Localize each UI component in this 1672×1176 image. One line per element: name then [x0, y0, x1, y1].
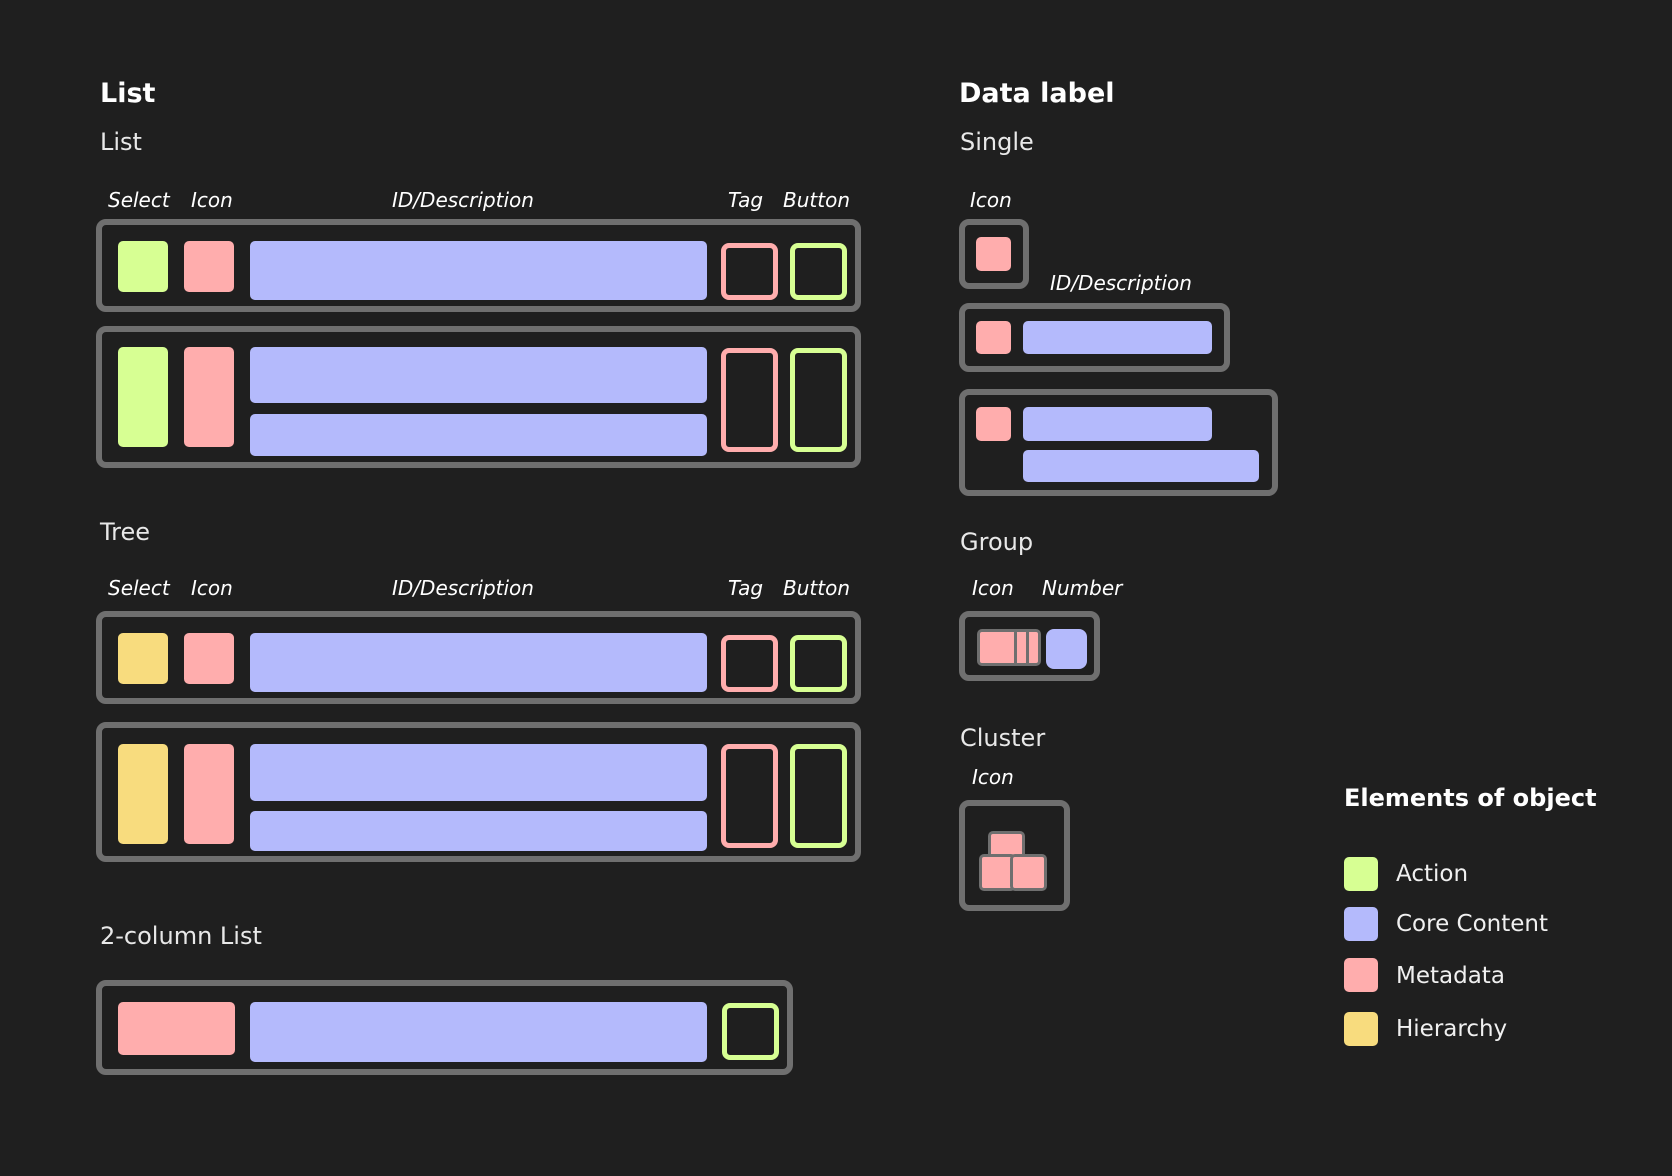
column-label-select: Select: [108, 576, 170, 600]
hierarchy-select-element: [118, 744, 168, 844]
column-label-tag: Tag: [728, 188, 764, 212]
column-label-button: Button: [783, 576, 850, 600]
button-element: [790, 744, 847, 848]
description-element: [1023, 321, 1212, 354]
cluster-icon-right: [1010, 854, 1047, 891]
description-element: [250, 241, 707, 300]
button-element: [790, 348, 847, 452]
hierarchy-select-element: [118, 633, 168, 684]
button-element: [790, 243, 847, 300]
single-icon-label-box: [959, 219, 1029, 289]
column-label-icon: Icon: [191, 188, 233, 212]
list-subtitle: List: [100, 128, 142, 156]
description-element: [250, 1002, 707, 1062]
description-line-1: [250, 347, 707, 403]
metadata-element: [118, 1002, 235, 1055]
description-line-2: [1023, 450, 1259, 482]
tag-element: [721, 744, 778, 848]
description-line-1: [250, 744, 707, 801]
single-description-label: ID/Description: [1050, 271, 1192, 295]
list-row-single: [96, 219, 861, 312]
legend-swatch-action: [1344, 857, 1378, 891]
description-line-2: [250, 414, 707, 456]
tree-row-single: [96, 611, 861, 704]
description-line-2: [250, 811, 707, 851]
single-description-box: [959, 303, 1230, 372]
single-description-double-box: [959, 389, 1278, 496]
tree-row-double: [96, 722, 861, 862]
cluster-icon-label: Icon: [972, 765, 1014, 789]
tag-element: [721, 243, 778, 300]
group-number-label: Number: [1042, 576, 1123, 600]
list-section-title: List: [100, 78, 156, 109]
group-label-box: [959, 611, 1100, 681]
tag-element: [721, 635, 778, 692]
select-element: [118, 347, 168, 447]
tree-subtitle: Tree: [100, 518, 151, 546]
group-subtitle: Group: [960, 528, 1034, 556]
data-label-section-title: Data label: [959, 78, 1115, 109]
icon-element: [976, 237, 1011, 271]
icon-element: [184, 347, 234, 447]
column-label-description: ID/Description: [392, 188, 534, 212]
description-line-1: [1023, 407, 1212, 441]
list-row-double: [96, 326, 861, 468]
description-element: [250, 633, 707, 692]
single-subtitle: Single: [960, 128, 1034, 156]
select-element: [118, 241, 168, 292]
icon-element: [184, 633, 234, 684]
column-label-icon: Icon: [191, 576, 233, 600]
two-column-list-subtitle: 2-column List: [100, 922, 262, 950]
column-label-description: ID/Description: [392, 576, 534, 600]
icon-element: [184, 744, 234, 844]
legend-label-metadata: Metadata: [1396, 963, 1505, 989]
legend-swatch-core-content: [1344, 907, 1378, 941]
legend-label-action: Action: [1396, 861, 1469, 887]
tag-element: [721, 348, 778, 452]
legend-swatch-hierarchy: [1344, 1012, 1378, 1046]
icon-element: [976, 321, 1011, 354]
column-label-tag: Tag: [728, 576, 764, 600]
icon-element: [976, 407, 1011, 441]
legend-title: Elements of object: [1344, 784, 1597, 812]
cluster-icon-left: [979, 854, 1016, 891]
legend-label-hierarchy: Hierarchy: [1396, 1016, 1508, 1042]
number-element: [1046, 629, 1087, 669]
button-element: [722, 1003, 779, 1060]
stacked-icons-element: [977, 629, 1041, 666]
legend-label-core-content: Core Content: [1396, 911, 1549, 937]
button-element: [790, 635, 847, 692]
icon-element: [184, 241, 234, 292]
column-label-button: Button: [783, 188, 850, 212]
cluster-subtitle: Cluster: [960, 724, 1046, 752]
column-label-select: Select: [108, 188, 170, 212]
legend-swatch-metadata: [1344, 958, 1378, 992]
single-icon-label: Icon: [970, 188, 1012, 212]
group-icon-label: Icon: [972, 576, 1014, 600]
cluster-label-box: [959, 800, 1070, 911]
two-column-list-row: [96, 980, 793, 1075]
